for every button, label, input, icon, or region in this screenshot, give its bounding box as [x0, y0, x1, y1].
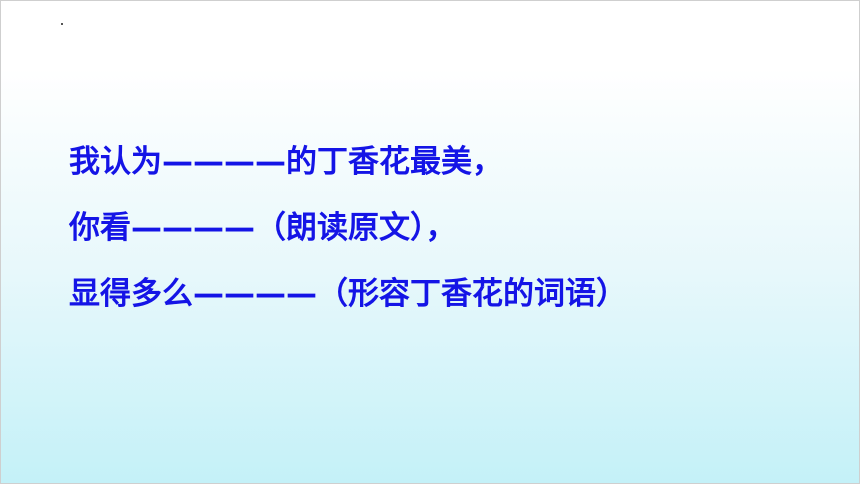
prompt-line-3: 显得多么————（形容丁香花的词语）: [69, 276, 627, 312]
corner-dot: [61, 23, 63, 25]
prompt-line-2: 你看————（朗读原文），: [69, 210, 457, 246]
prompt-line-1: 我认为————的丁香花最美，: [69, 144, 503, 180]
prompt-text-block: 我认为————的丁香花最美， 你看————（朗读原文）， 显得多么————（形容…: [69, 141, 829, 339]
